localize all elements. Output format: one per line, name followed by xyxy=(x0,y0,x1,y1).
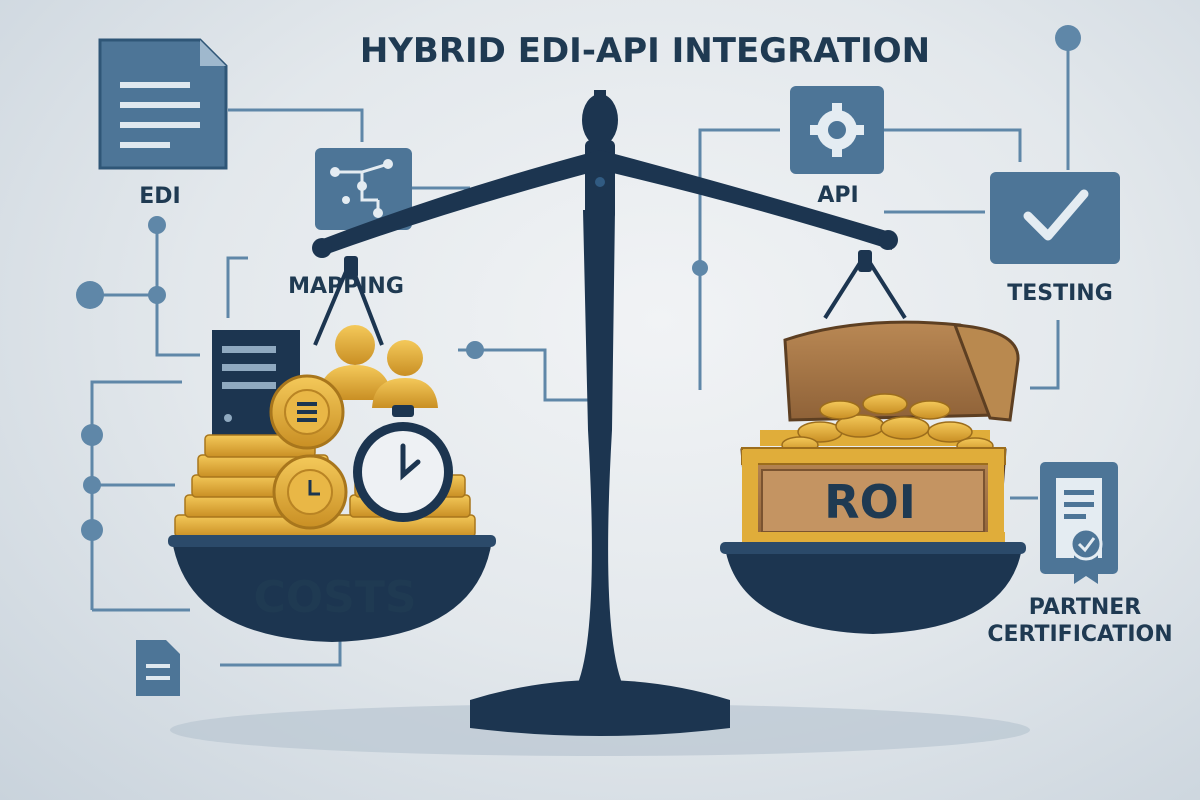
edi-label: EDI xyxy=(139,184,180,209)
costs-pan xyxy=(168,535,496,642)
api-label: API xyxy=(817,183,858,208)
partner-certification-label-2: CERTIFICATION xyxy=(987,622,1172,647)
testing-label: TESTING xyxy=(1007,281,1113,306)
roi-label: ROI xyxy=(824,475,916,529)
testing-checkmark-icon xyxy=(990,172,1120,264)
connector-lines xyxy=(82,42,1070,667)
partner-certification-label-1: PARTNER xyxy=(1029,595,1142,620)
treasure-chest-icon xyxy=(740,320,1020,547)
connector-dots xyxy=(76,25,1081,541)
mapping-label: MAPPING xyxy=(288,274,404,299)
mapping-flow-icon xyxy=(315,148,412,230)
api-gear-icon xyxy=(790,86,884,174)
costs-label: COSTS xyxy=(253,572,416,623)
roi-pan xyxy=(720,542,1026,634)
certificate-icon xyxy=(1040,462,1118,584)
edi-document-icon xyxy=(98,38,228,170)
balance-scale xyxy=(312,90,898,736)
stopwatch-icon xyxy=(353,405,453,522)
title: HYBRID EDI-API INTEGRATION xyxy=(360,31,930,71)
small-document-icon xyxy=(136,640,180,696)
